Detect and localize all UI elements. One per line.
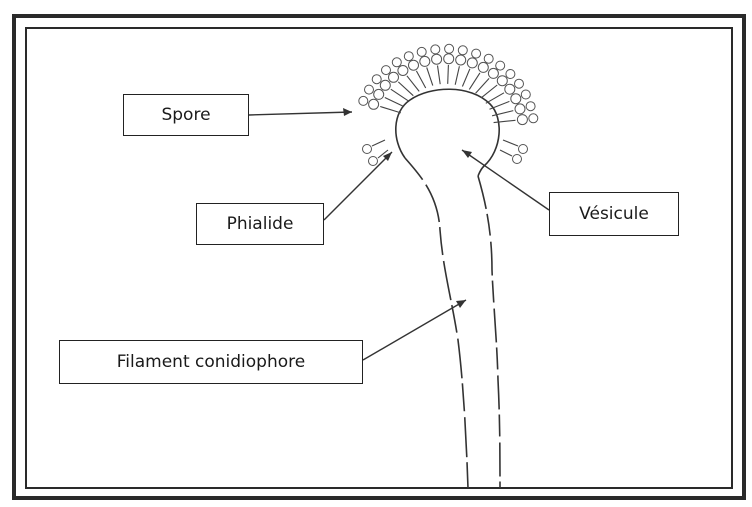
phialide xyxy=(416,71,425,88)
phialide xyxy=(372,140,385,146)
spore xyxy=(392,58,401,67)
phialide xyxy=(380,107,401,113)
spore xyxy=(505,84,515,94)
spore xyxy=(363,145,372,154)
phialide xyxy=(469,73,480,90)
spore xyxy=(478,62,488,72)
spore-arrowhead xyxy=(343,108,352,116)
spore xyxy=(365,85,374,94)
spore xyxy=(398,66,408,76)
phialide xyxy=(500,150,512,156)
spore xyxy=(380,80,390,90)
spore xyxy=(506,70,515,79)
spore xyxy=(456,55,466,65)
vesicule-leader xyxy=(462,150,549,210)
phialide xyxy=(490,101,510,109)
spore xyxy=(369,157,378,166)
phialide xyxy=(385,98,404,107)
spore xyxy=(458,46,467,55)
spore xyxy=(517,115,527,125)
spore xyxy=(444,54,454,64)
spore xyxy=(496,61,505,70)
phialide xyxy=(427,67,433,85)
spore xyxy=(417,47,426,56)
phialide xyxy=(407,76,419,92)
phialide xyxy=(476,78,490,93)
spore xyxy=(372,75,381,84)
filament-conidiophore-label: Filament conidiophore xyxy=(59,340,363,384)
phialide xyxy=(503,140,518,146)
spore xyxy=(484,54,493,63)
spore xyxy=(420,56,430,66)
spore xyxy=(404,52,413,61)
spore xyxy=(374,89,384,99)
spore xyxy=(382,66,391,75)
phialide xyxy=(391,89,408,101)
phialide-leader xyxy=(324,152,392,220)
outer-frame xyxy=(14,16,744,498)
vesicle-outline xyxy=(396,89,499,176)
spore xyxy=(467,58,477,68)
spore xyxy=(431,45,440,54)
spore-label: Spore xyxy=(123,94,249,136)
arrowheads xyxy=(343,108,472,308)
filament-arrowhead xyxy=(456,300,466,308)
spore xyxy=(432,54,442,64)
spore xyxy=(359,96,368,105)
filament-leader xyxy=(363,300,466,360)
phialide xyxy=(486,93,504,104)
spore xyxy=(389,72,399,82)
phialide xyxy=(494,120,516,122)
spore xyxy=(511,94,521,104)
spore xyxy=(369,99,379,109)
spore xyxy=(472,49,481,58)
phialide-label: Phialide xyxy=(196,203,324,245)
spore xyxy=(445,44,454,53)
spore xyxy=(529,114,538,123)
spore xyxy=(409,60,419,70)
spore xyxy=(515,79,524,88)
vesicule-arrowhead xyxy=(462,150,472,158)
spore xyxy=(513,155,522,164)
spore xyxy=(526,102,535,111)
vesicule-label: Vésicule xyxy=(549,192,679,236)
spore xyxy=(519,145,528,154)
phialide xyxy=(438,66,441,85)
phialide xyxy=(481,85,497,98)
phialide xyxy=(448,65,449,84)
spores-group xyxy=(359,44,538,165)
spore xyxy=(497,76,507,86)
phialide xyxy=(398,82,413,96)
spore-leader xyxy=(249,112,352,115)
spore xyxy=(488,68,498,78)
spore xyxy=(515,104,525,114)
conidiophore-stalk xyxy=(405,158,500,488)
phialide xyxy=(455,66,459,85)
phialide xyxy=(462,69,470,87)
spore xyxy=(521,90,530,99)
